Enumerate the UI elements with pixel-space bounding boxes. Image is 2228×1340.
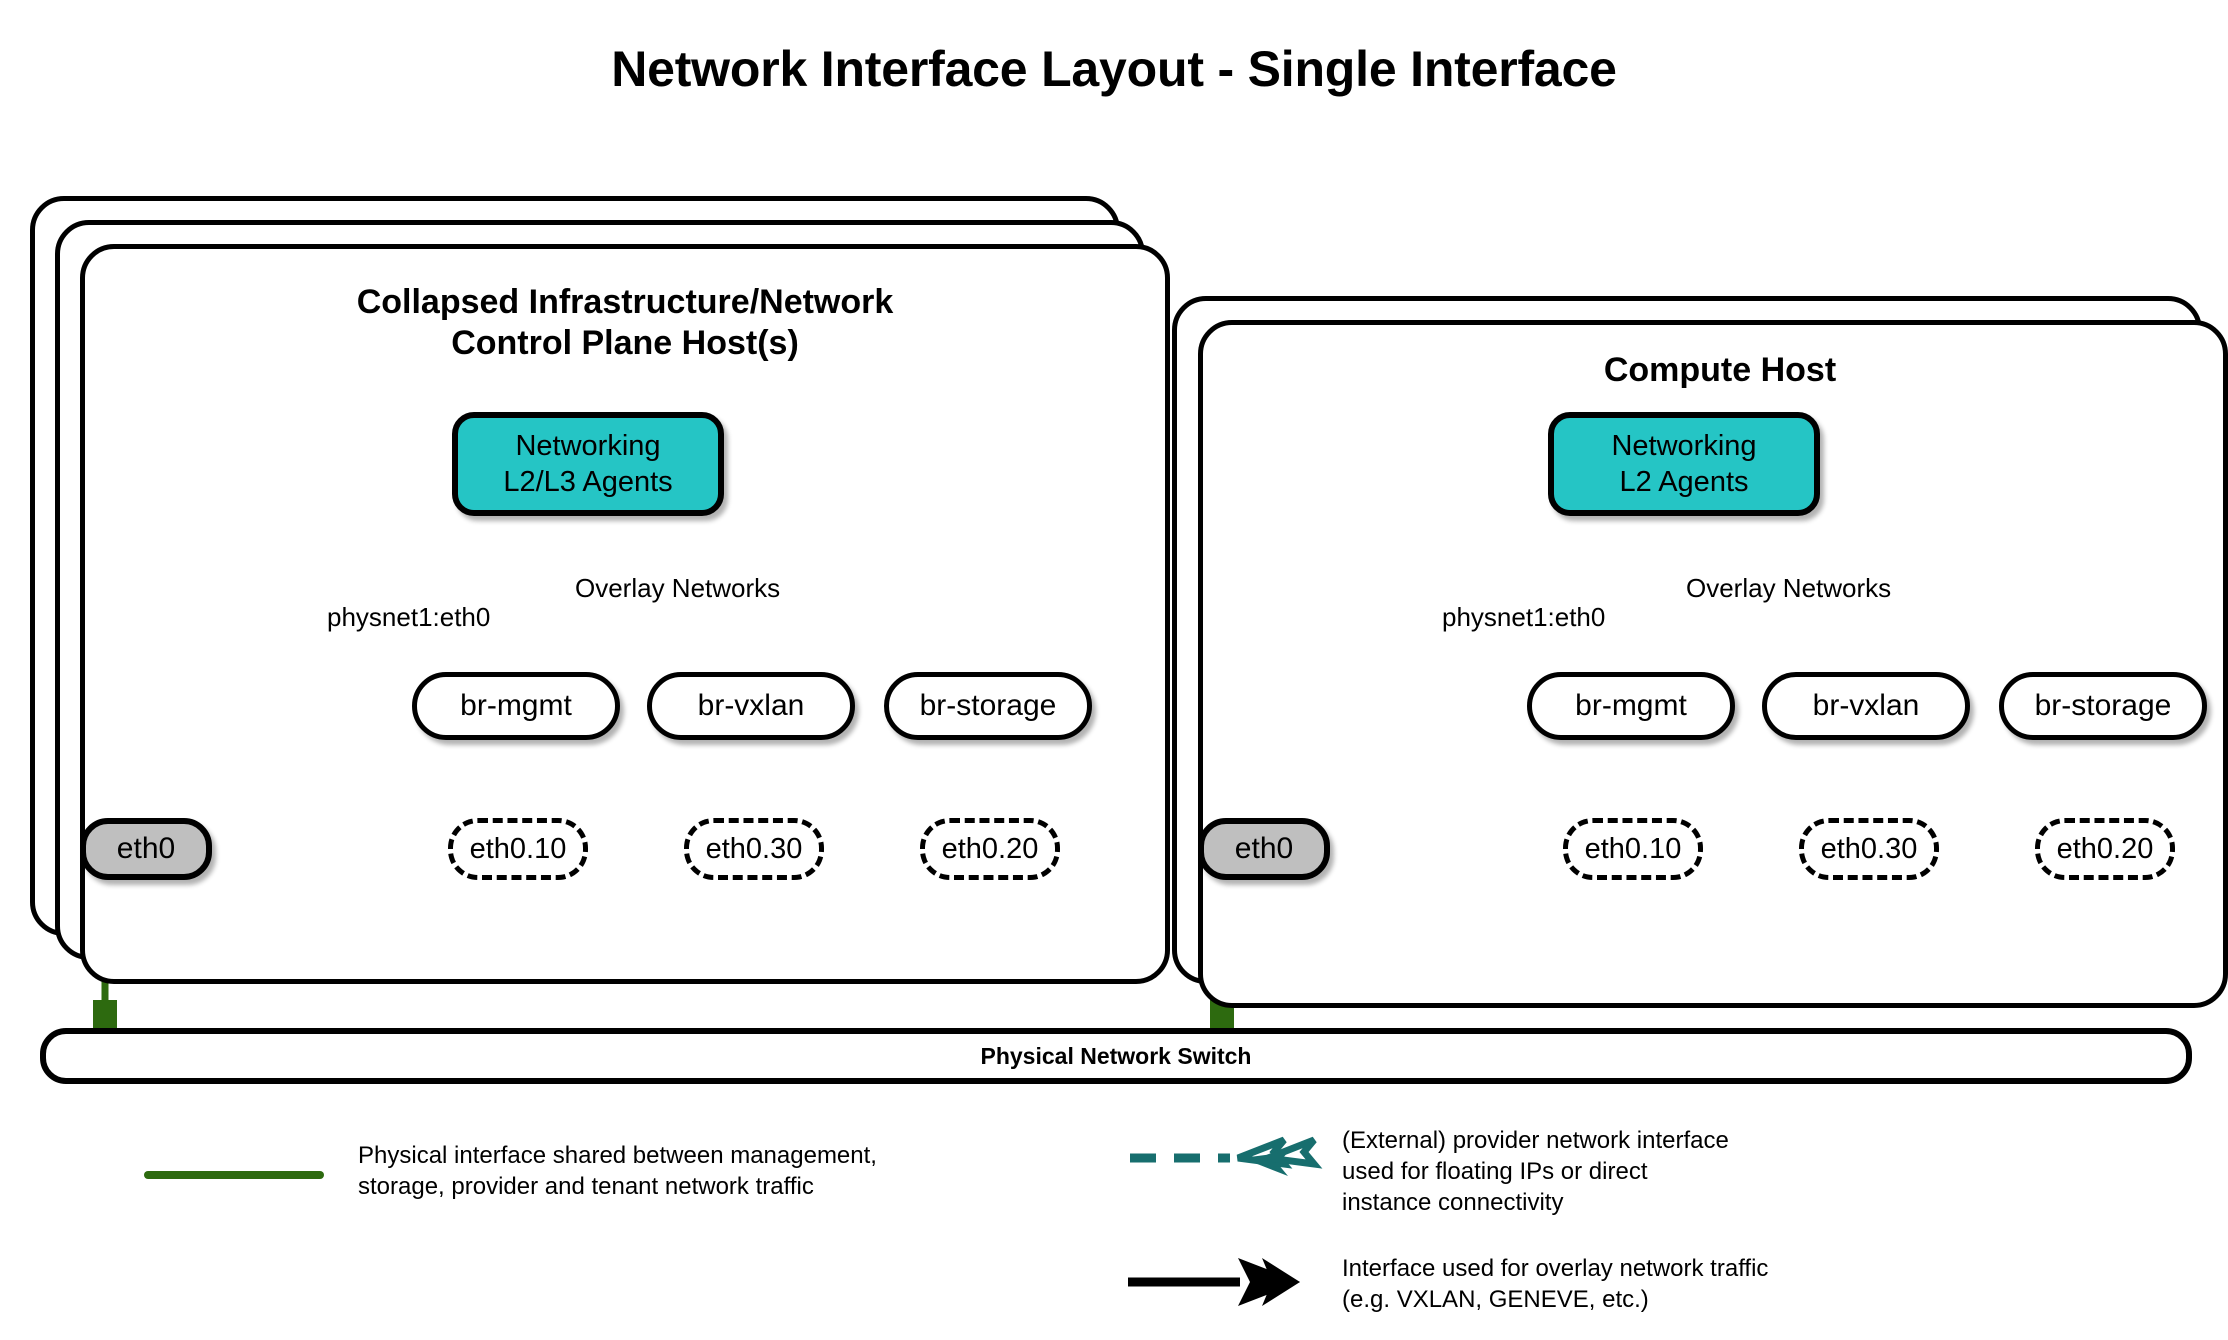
legend-marker-provider-network <box>1130 1136 1323 1176</box>
vlan-box-eth0-20-control-plane[interactable]: eth0.20 <box>920 818 1060 880</box>
overlay-link-label-compute: Overlay Networks <box>1686 573 1892 603</box>
overlay-link-label-control-plane: Overlay Networks <box>575 573 781 603</box>
agent-label-line2: L2/L3 Agents <box>503 466 673 498</box>
vlan-label: eth0.10 <box>469 832 567 865</box>
vlan-label: eth0.30 <box>705 832 803 865</box>
bridge-label: br-vxlan <box>1812 689 1920 722</box>
bridge-box-br-mgmt-compute[interactable]: br-mgmt <box>1527 672 1735 740</box>
bridge-label: br-mgmt <box>460 689 572 722</box>
provider-link-label-compute: physnet1:eth0 <box>1442 602 1606 632</box>
vlan-label: eth0.20 <box>941 832 1039 865</box>
host-title-control-plane-line2: Control Plane Host(s) <box>451 324 799 363</box>
provider-link-label-control-plane: physnet1:eth0 <box>327 602 491 632</box>
agent-label-line1: Networking <box>515 429 661 462</box>
bridge-label: br-vxlan <box>697 689 805 722</box>
bridge-box-br-vxlan-control-plane[interactable]: br-vxlan <box>647 672 855 740</box>
host-title-control-plane-line1: Collapsed Infrastructure/Network <box>356 283 894 321</box>
bridge-box-br-storage-compute[interactable]: br-storage <box>1999 672 2207 740</box>
vlan-label: eth0.10 <box>1584 832 1682 865</box>
legend-text-overlay-network: Interface used for overlay network traff… <box>1342 1255 1769 1314</box>
page-title: Network Interface Layout - Single Interf… <box>611 41 1617 97</box>
vlan-box-eth0-20-compute[interactable]: eth0.20 <box>2035 818 2175 880</box>
physical-network-switch[interactable]: Physical Network Switch <box>40 1028 2192 1084</box>
host-title-compute-line1: Compute Host <box>1603 351 1837 389</box>
vlan-box-eth0-30-control-plane[interactable]: eth0.30 <box>684 818 824 880</box>
nic-box-eth0-control-plane[interactable]: eth0 <box>80 818 212 880</box>
nic-box-eth0-compute[interactable]: eth0 <box>1198 818 1330 880</box>
legend-text-provider-network: (External) provider network interface us… <box>1342 1127 1729 1217</box>
host-title-control-plane: Collapsed Infrastructure/Network Control… <box>240 282 1010 365</box>
nic-label: eth0 <box>1234 832 1294 865</box>
bridge-box-br-storage-control-plane[interactable]: br-storage <box>884 672 1092 740</box>
vlan-label: eth0.20 <box>2056 832 2154 865</box>
nic-label: eth0 <box>116 832 176 865</box>
bridge-label: br-storage <box>2034 689 2172 722</box>
agent-box-control-plane[interactable]: Networking L2/L3 Agents <box>452 412 724 516</box>
vlan-box-eth0-30-compute[interactable]: eth0.30 <box>1799 818 1939 880</box>
legend-text-physical-interface: Physical interface shared between manage… <box>358 1142 877 1201</box>
bridge-label: br-storage <box>919 689 1057 722</box>
bridge-label: br-mgmt <box>1575 689 1687 722</box>
agent-box-compute[interactable]: Networking L2 Agents <box>1548 412 1820 516</box>
host-title-compute: Compute Host <box>1400 350 2040 391</box>
switch-label: Physical Network Switch <box>980 1042 1252 1069</box>
bridge-box-br-mgmt-control-plane[interactable]: br-mgmt <box>412 672 620 740</box>
vlan-box-eth0-10-control-plane[interactable]: eth0.10 <box>448 818 588 880</box>
bridge-box-br-vxlan-compute[interactable]: br-vxlan <box>1762 672 1970 740</box>
vlan-label: eth0.30 <box>1820 832 1918 865</box>
agent-label-line1: Networking <box>1611 429 1757 462</box>
vlan-box-eth0-10-compute[interactable]: eth0.10 <box>1563 818 1703 880</box>
agent-label-line2: L2 Agents <box>1619 466 1749 498</box>
legend-marker-overlay-network <box>1128 1258 1300 1306</box>
